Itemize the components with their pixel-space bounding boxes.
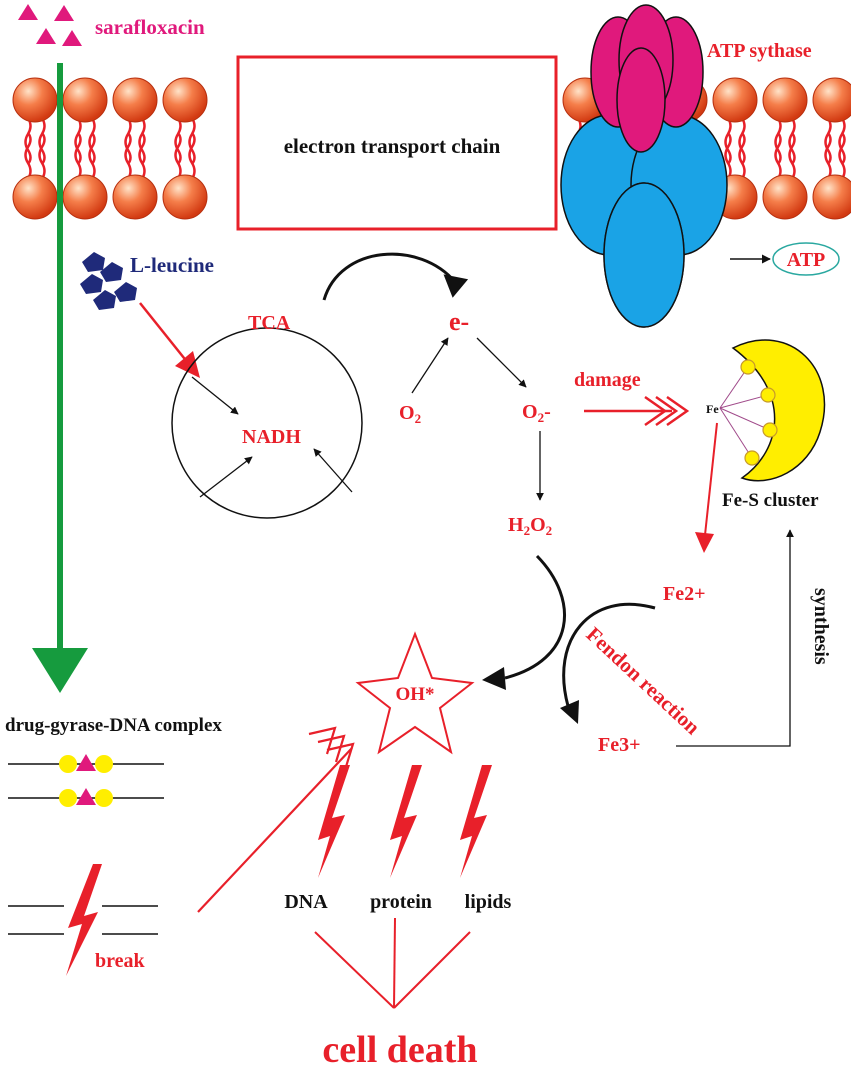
- lipids-label: lipids: [465, 891, 512, 913]
- fe3-label: Fe3+: [598, 734, 641, 756]
- fe-s-cluster-icon: [719, 339, 826, 482]
- leucine-label: L-leucine: [130, 253, 214, 277]
- leucine-to-tca-arrow: [139, 302, 193, 369]
- break-label: break: [95, 950, 146, 972]
- oxygen-label: O2: [399, 402, 421, 426]
- tca-to-electron-arrow: [322, 252, 457, 301]
- fe-atom-label: Fe: [706, 402, 719, 416]
- nadh-arrow-3: [313, 448, 353, 493]
- fenton-reaction-label: Fendon reaction: [582, 622, 705, 739]
- fe2-to-fe3-arrow: [562, 602, 656, 707]
- complex-label: drug-gyrase-DNA complex: [5, 715, 222, 736]
- tca-to-electron-arrowhead: [443, 274, 469, 298]
- electron-transport-chain-box: electron transport chain: [236, 55, 558, 231]
- break-to-hydroxyl-arrow: [197, 726, 355, 913]
- oxygen-to-electron-arrow: [411, 337, 449, 394]
- drug-uptake-arrow: [32, 63, 88, 693]
- electron-label: e-: [449, 307, 469, 336]
- magenta-triangle-icon: [18, 4, 82, 46]
- tca-label: TCA: [248, 312, 291, 334]
- nadh-arrow-1: [191, 376, 239, 415]
- star-outline-icon: [355, 631, 475, 755]
- synthesis-arrow: [676, 529, 794, 747]
- atp-synthase-icon: [560, 4, 728, 328]
- atp-synthase-label: ATP sythase: [707, 40, 812, 62]
- protein-label: protein: [370, 891, 432, 913]
- cell-death-converging-lines: [314, 917, 471, 1009]
- hydroxyl-label: OH*: [395, 684, 434, 705]
- leucine-to-tca-arrowhead: [175, 351, 200, 378]
- nadh-arrow-2: [199, 456, 253, 498]
- h2o2-to-hydroxyl-arrowhead: [482, 667, 506, 690]
- navy-pentagon-icon: [80, 252, 137, 310]
- dna-break-icon: [8, 864, 158, 976]
- fe-s-cluster-label: Fe-S cluster: [722, 490, 819, 511]
- h2o2-label: H2O2: [508, 514, 552, 538]
- fe2-to-fe3-arrowhead: [560, 700, 579, 724]
- superoxide-label: O2-: [522, 401, 551, 425]
- h2o2-to-hydroxyl-arrow: [504, 554, 566, 680]
- atp-label: ATP: [787, 249, 826, 271]
- damage-arrow: [584, 395, 690, 427]
- red-lightning-bolt-icon: [318, 765, 492, 878]
- cell-death-label: cell death: [322, 1029, 477, 1070]
- fe-release-arrow: [704, 422, 718, 536]
- dna-label: DNA: [284, 891, 328, 913]
- etc-label: electron transport chain: [284, 134, 501, 158]
- damage-label: damage: [574, 369, 641, 391]
- tca-cycle-circle: [171, 327, 363, 519]
- fe2-label: Fe2+: [663, 583, 706, 605]
- sarafloxacin-label: sarafloxacin: [95, 15, 205, 39]
- synthesis-label: synthesis: [810, 588, 832, 665]
- nadh-label: NADH: [242, 426, 301, 448]
- electron-to-superoxide-arrow: [476, 337, 527, 388]
- drug-gyrase-dna-complex-icon: [8, 754, 164, 807]
- fe-release-arrowhead: [695, 532, 714, 553]
- atp-badge: [772, 242, 840, 276]
